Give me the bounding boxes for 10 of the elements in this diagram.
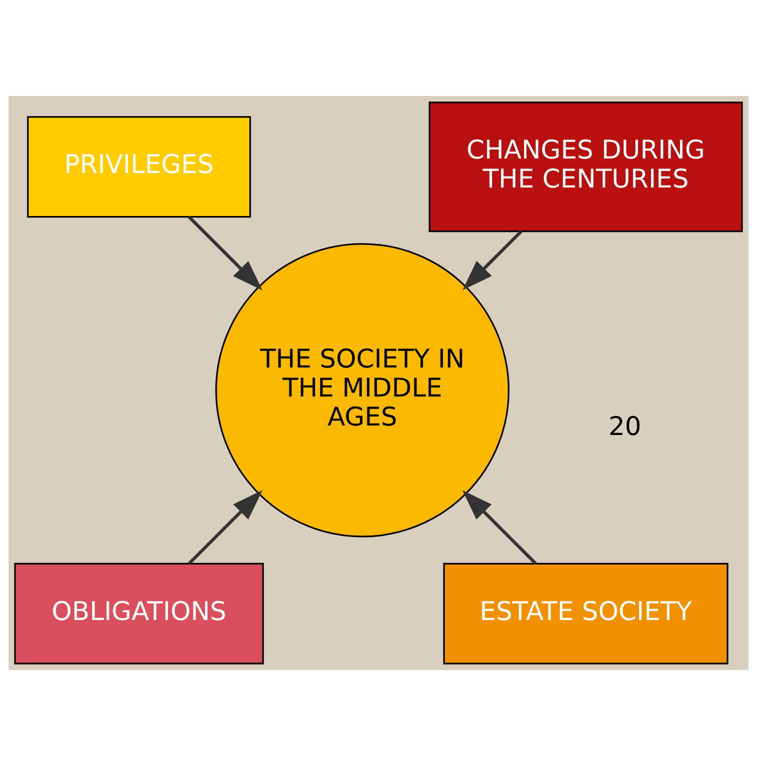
node-box: ESTATE SOCIETY: [443, 562, 728, 664]
arrow: [188, 490, 262, 564]
node-box: PRIVILEGES: [27, 116, 251, 218]
arrow: [462, 490, 537, 564]
arrow: [462, 230, 522, 290]
node-box: OBLIGATIONS: [14, 562, 264, 664]
arrow: [188, 215, 262, 290]
label: 20: [608, 412, 642, 442]
node-circle: THE SOCIETY IN THE MIDDLE AGES: [215, 242, 510, 537]
node-box: CHANGES DURING THE CENTURIES: [428, 101, 743, 232]
